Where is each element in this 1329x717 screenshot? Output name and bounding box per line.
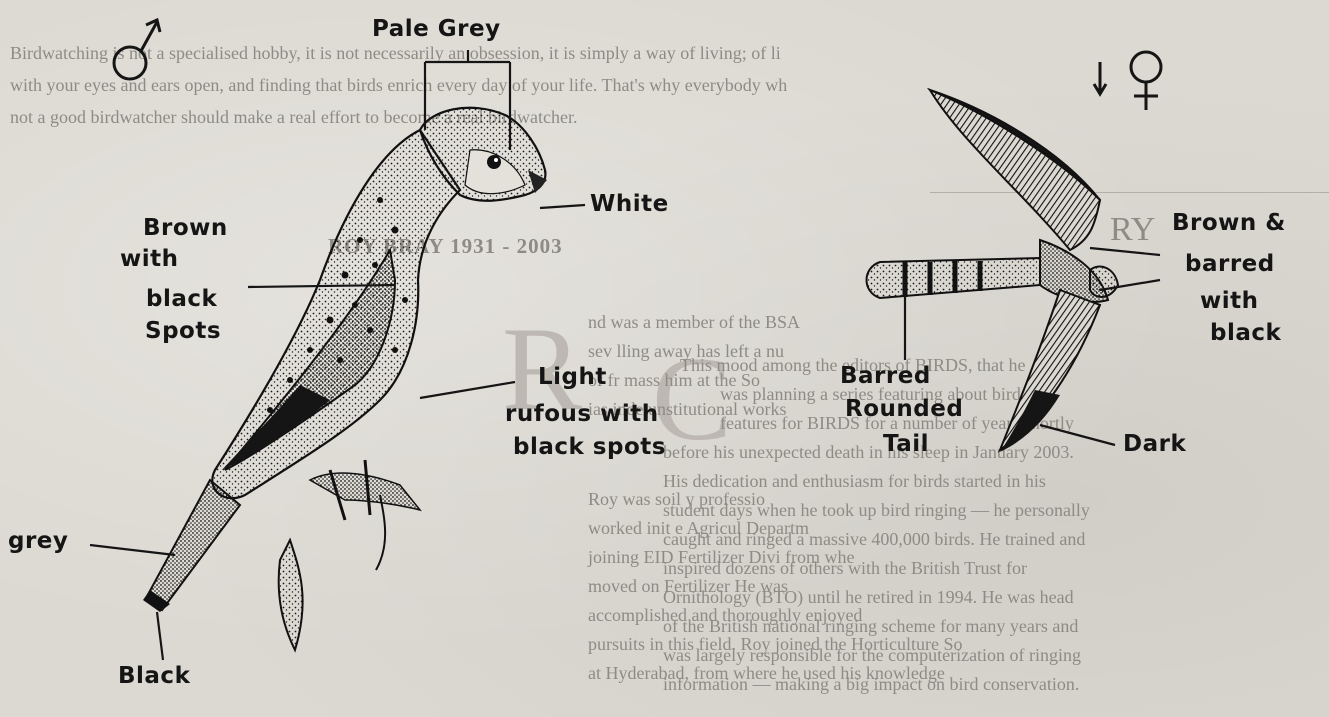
label-rufous-with: rufous with [505,403,659,426]
male-symbol-icon [114,20,160,79]
perched-kestrel-drawing [143,108,547,650]
label-pale-grey: Pale Grey [372,18,501,41]
label-grey: grey [8,530,68,553]
label-barred-tail: Barred [840,365,931,388]
label-with: with [120,248,179,271]
female-symbol-icon [1094,52,1161,110]
label-brown-and: Brown & [1172,212,1286,235]
label-barred: barred [1185,253,1275,276]
label-black-tail: Black [118,665,190,688]
label-tail: Tail [883,433,929,456]
label-with-2: with [1200,290,1259,313]
label-rounded: Rounded [845,398,963,421]
label-dark: Dark [1123,433,1186,456]
label-white: White [590,193,669,216]
label-black: black [146,288,217,311]
label-brown: Brown [143,217,228,240]
label-black-spots: black spots [513,436,666,459]
label-black-2: black [1210,322,1281,345]
label-spots: Spots [145,320,221,343]
label-light: Light [538,366,607,389]
